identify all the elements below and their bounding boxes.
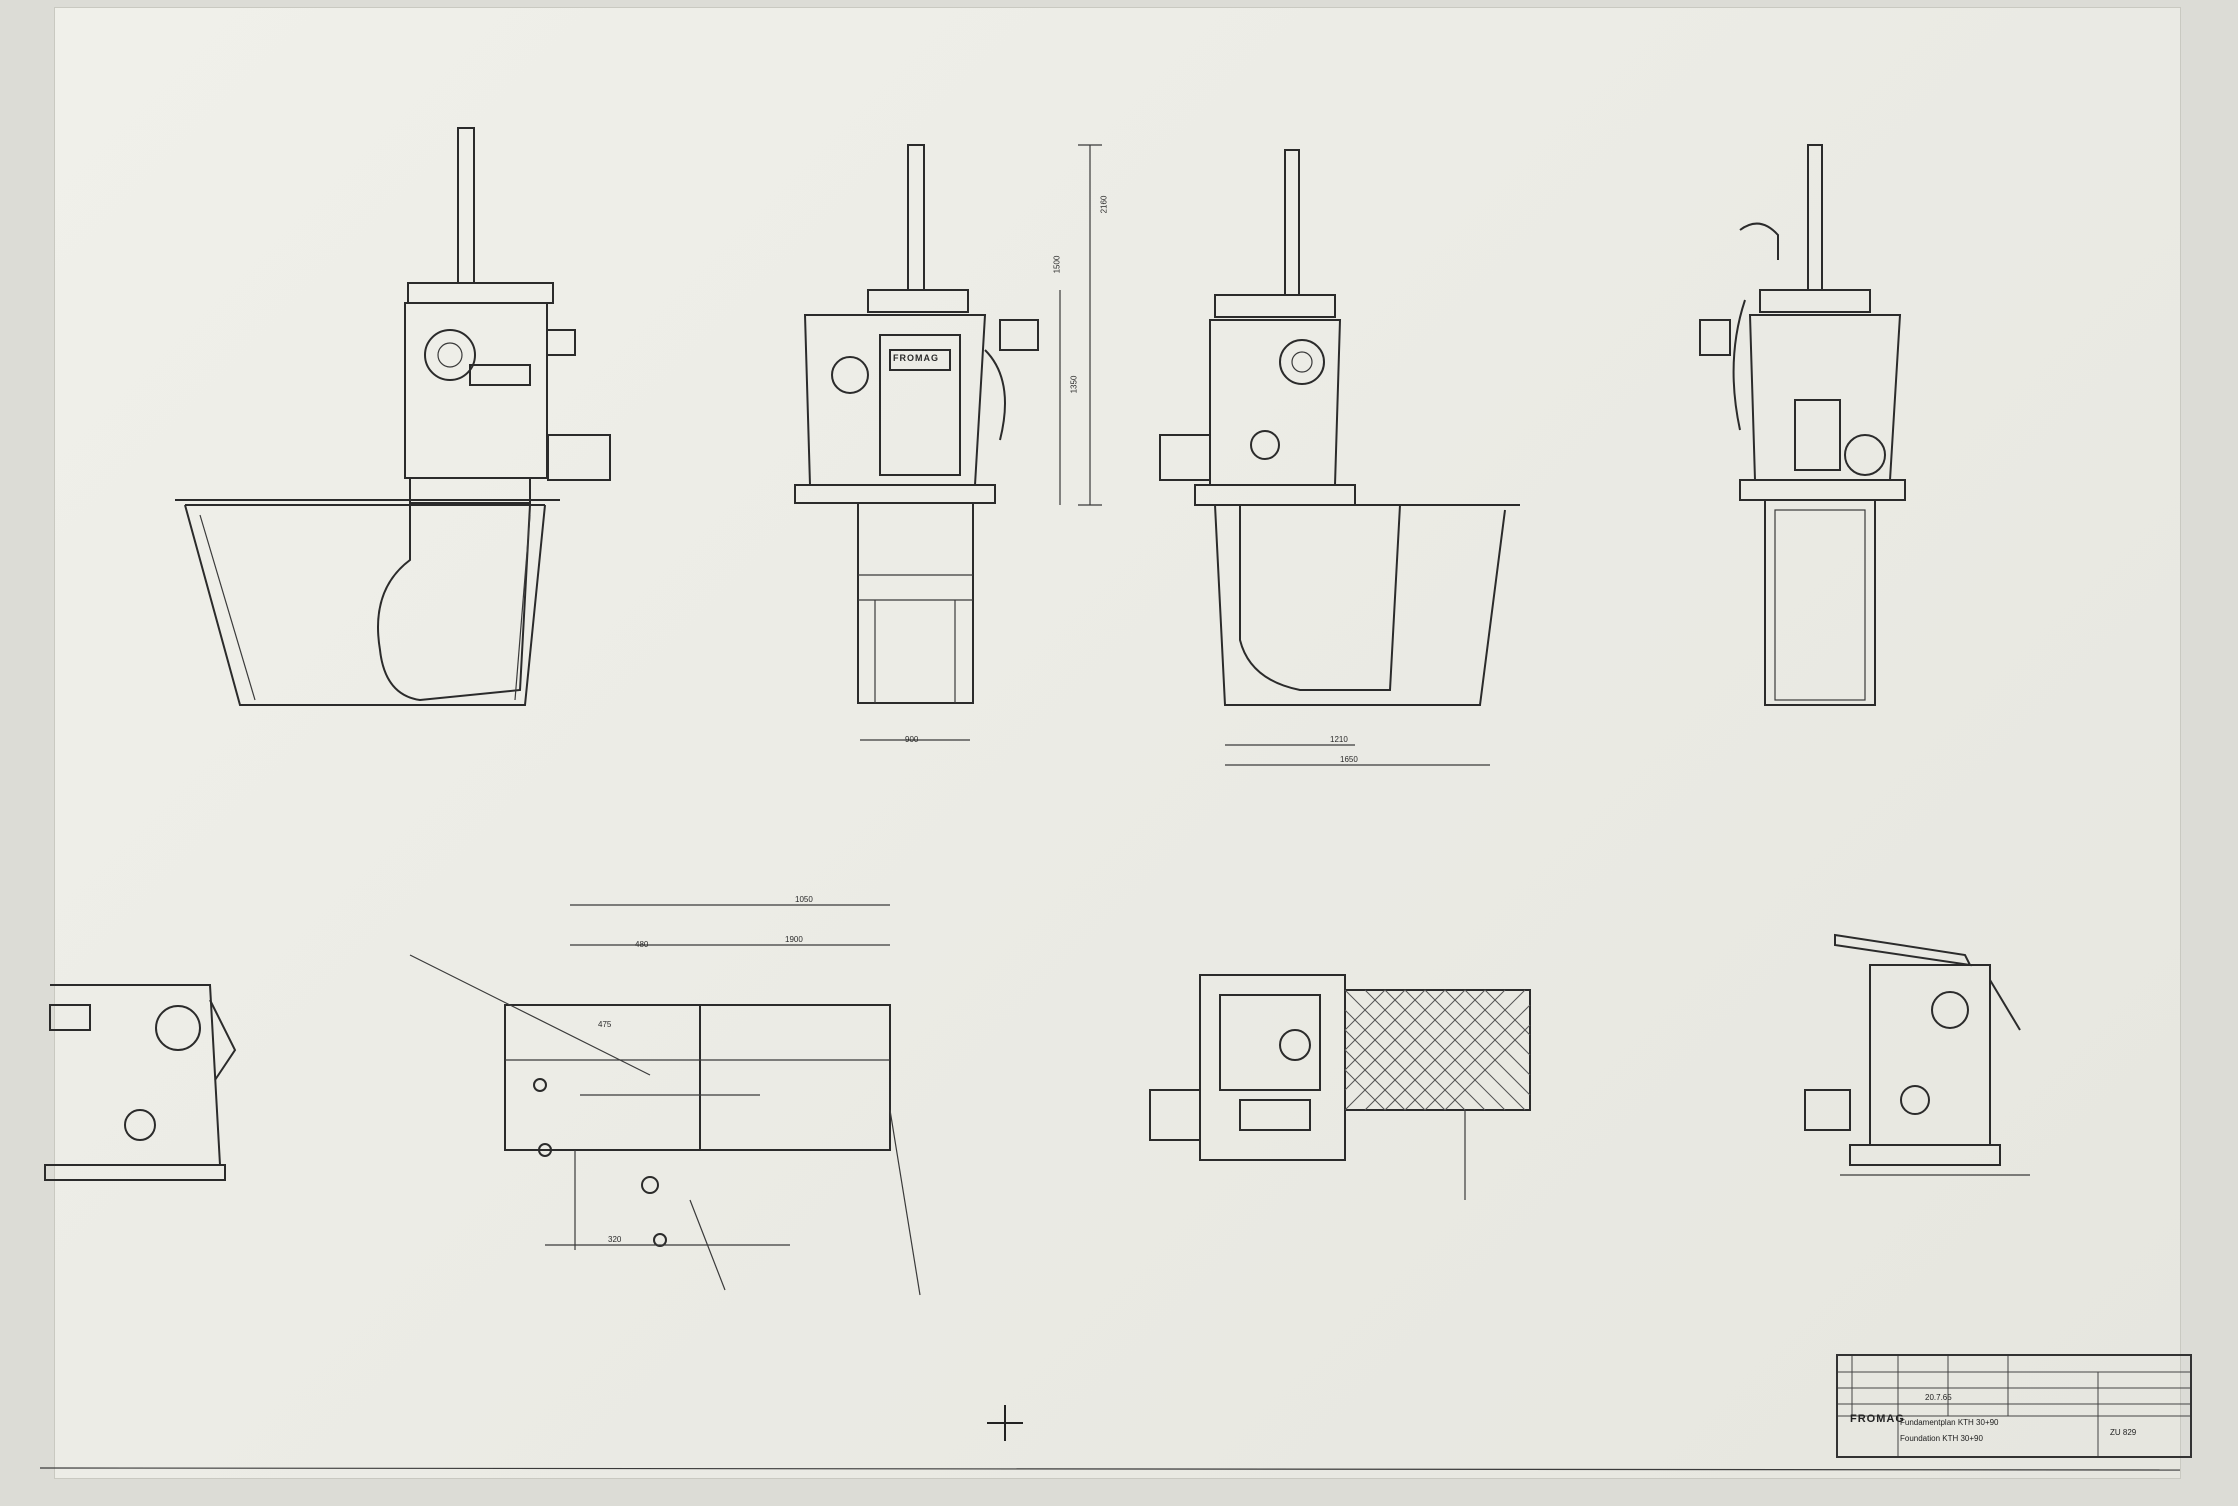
foundation-plan [409,904,921,1296]
crosshair-icon [985,1403,1025,1443]
drawing-sheet [55,8,2180,1478]
dim-width-right-b: 1650 [1340,755,1358,764]
side-view-left [175,127,611,706]
rear-view [1699,144,1906,706]
front-view [794,144,1102,741]
dim-height-upper: 1500 [1052,255,1062,274]
dim-plan-d: 475 [598,1020,612,1029]
title-block-drawing-number: ZU 829 [2110,1428,2137,1437]
dim-plan-c: 480 [635,940,649,949]
title-block-title-de: Fundamentplan KTH 30+90 [1900,1418,1999,1427]
title-block-brand: FROMAG [1850,1413,1905,1425]
dim-height-top: 2160 [1099,195,1109,214]
grid-plan-view [1149,974,1531,1200]
title-block-date: 20.7.65 [1925,1393,1952,1402]
bottom-right-view [1804,933,2030,1176]
dim-width-base: 900 [905,735,919,744]
side-view-right [1159,149,1520,766]
title-block [1836,1354,2192,1458]
dim-height-mid: 1350 [1069,375,1079,394]
dim-width-right-a: 1210 [1330,735,1348,744]
dim-plan-e: 320 [608,1235,622,1244]
bottom-left-view [44,984,237,1181]
title-block-title-en: Foundation KTH 30+90 [1900,1434,1983,1443]
machine-brand-plate: FROMAG [893,353,939,363]
dim-plan-a: 1050 [795,895,813,904]
dim-plan-b: 1900 [785,935,803,944]
